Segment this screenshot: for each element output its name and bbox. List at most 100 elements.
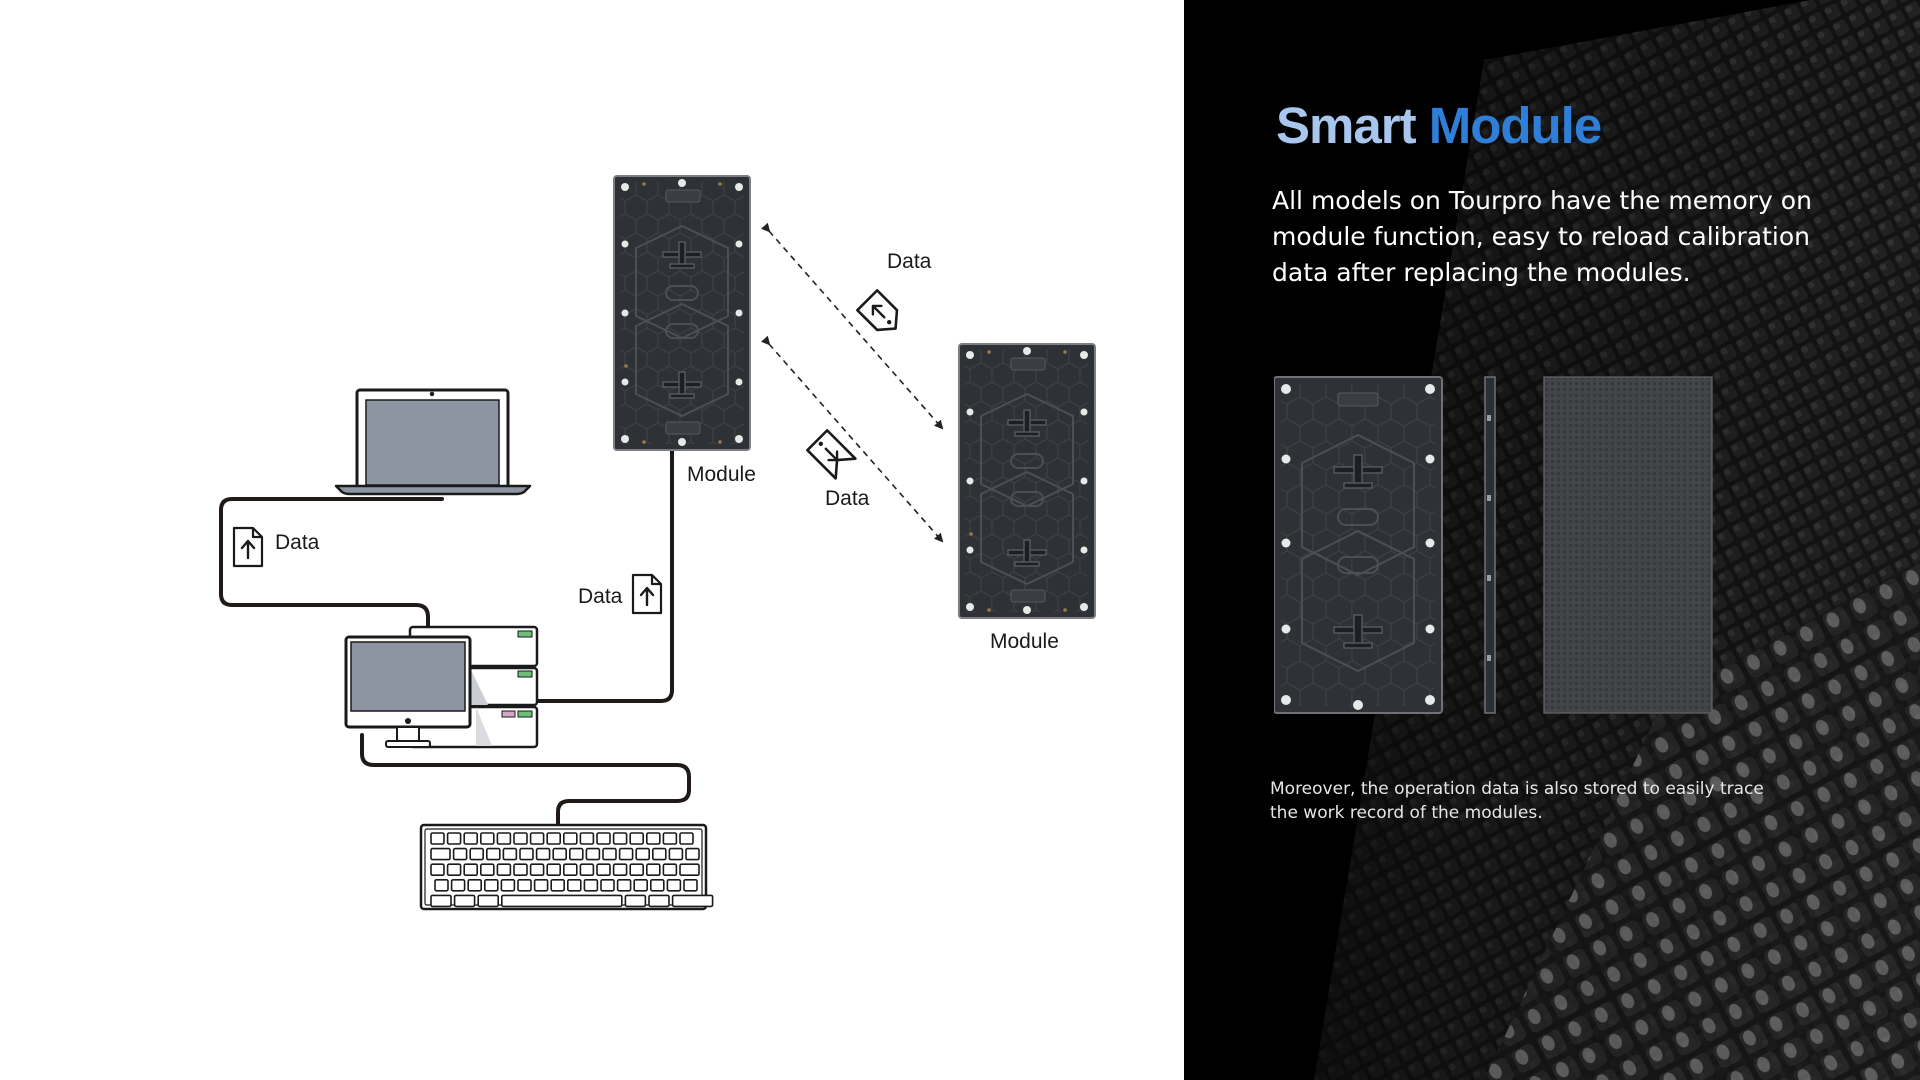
module-side-view: [1484, 376, 1496, 714]
keyboard-key: [529, 832, 545, 845]
transfer-bottom-data-label: Data: [825, 487, 870, 510]
keyboard-key: [671, 894, 714, 908]
keyboard-key: [662, 863, 678, 877]
keyboard-icon: [419, 823, 714, 911]
keyboard-key: [562, 832, 578, 845]
keyboard-key: [430, 847, 451, 861]
keyboard-key: [679, 863, 700, 877]
keyboard-key: [446, 863, 462, 877]
keyboard-key: [519, 847, 534, 861]
keyboard-key: [529, 863, 545, 877]
keyboard-key: [612, 863, 628, 877]
keyboard-key: [635, 847, 651, 861]
keyboard-key: [533, 878, 549, 892]
title-word-smart: Smart: [1276, 97, 1417, 154]
keyboard-key: [550, 878, 566, 892]
keyboard-key: [485, 847, 501, 861]
tag-arrow-icon: [806, 429, 857, 480]
keyboard-key: [633, 878, 649, 892]
keyboard-key: [566, 878, 582, 892]
keyboard-key: [513, 832, 528, 845]
keyboard-key: [552, 847, 568, 861]
keyboard-key: [579, 832, 595, 845]
desktop-computer-icon: [344, 625, 539, 749]
keyboard-key: [500, 878, 516, 892]
keyboard-key: [629, 863, 645, 877]
keyboard-key: [535, 847, 551, 861]
keyboard-key: [596, 863, 611, 877]
module-a: [613, 175, 751, 451]
laptop-cable: [219, 497, 444, 631]
module-back-view: [1274, 376, 1443, 714]
keyboard-key: [496, 863, 512, 877]
keyboard-key: [546, 832, 562, 845]
laptop-data-label: Data: [275, 531, 320, 554]
keyboard-key: [517, 878, 532, 892]
keyboard-key: [452, 847, 468, 861]
keyboard-key: [602, 847, 617, 861]
keyboard-key: [500, 894, 623, 908]
keyboard-key: [430, 863, 445, 877]
keyboard-key: [502, 847, 518, 861]
keyboard-key: [469, 847, 485, 861]
keyboard-key: [450, 878, 466, 892]
keyboard-key: [477, 894, 500, 908]
keyboard-key: [585, 847, 601, 861]
keyboard-key: [479, 863, 495, 877]
keyboard-key: [648, 894, 670, 908]
keyboard-key: [568, 847, 584, 861]
keyboard-key: [583, 878, 599, 892]
keyboard-key: [629, 832, 645, 845]
connection-diagram: Data Data Data Data Module Module: [219, 175, 1096, 911]
cables: [219, 449, 691, 828]
upload-file-icon: [232, 526, 264, 568]
keyboard-key: [618, 847, 634, 861]
keyboard-key: [596, 832, 611, 845]
keyboard-key: [666, 878, 682, 892]
transfer-arrow-bottom: [760, 335, 944, 543]
keyboard-key: [683, 878, 698, 892]
module-b-label: Module: [990, 630, 1059, 653]
keyboard-key: [612, 832, 628, 845]
keyboard-key: [668, 847, 684, 861]
module-front-view: [1543, 376, 1713, 714]
keyboard-key: [546, 863, 562, 877]
keyboard-key: [513, 863, 528, 877]
keyboard-key: [463, 863, 479, 877]
title-word-module: Module: [1428, 97, 1602, 154]
footnote-text: Moreover, the operation data is also sto…: [1270, 779, 1764, 823]
transfer-top-data-label: Data: [887, 250, 932, 273]
pc-data-label: Data: [578, 585, 623, 608]
keyboard-key: [479, 832, 495, 845]
keyboard-key: [430, 894, 452, 908]
keyboard-key: [649, 878, 665, 892]
keyboard-key: [467, 878, 483, 892]
keyboard-key: [453, 894, 476, 908]
keyboard-key: [645, 863, 661, 877]
module-product-views: [1274, 376, 1713, 714]
module-a-label: Module: [687, 463, 756, 486]
keyboard-key: [446, 832, 462, 845]
upload-file-icon: [631, 573, 663, 615]
keyboard-cable: [360, 733, 691, 828]
keyboard-key: [624, 894, 647, 908]
keyboard-key: [434, 878, 449, 892]
keyboard-key: [600, 878, 615, 892]
keyboard-key: [645, 832, 661, 845]
keyboard-key: [685, 847, 700, 861]
info-panel: Smart Module All models on Tourpro have …: [1184, 0, 1920, 1080]
keyboard-key: [496, 832, 512, 845]
keyboard-key: [430, 832, 445, 845]
module-b: [958, 343, 1096, 619]
description-text: All models on Tourpro have the memory on…: [1272, 186, 1812, 287]
keyboard-key: [662, 832, 678, 845]
keyboard-key: [679, 832, 694, 845]
keyboard-key: [616, 878, 632, 892]
laptop-icon: [334, 388, 532, 496]
keyboard-key: [483, 878, 499, 892]
keyboard-key: [579, 863, 595, 877]
page-title: Smart Module: [1276, 97, 1602, 154]
keyboard-key: [463, 832, 479, 845]
module-cable: [536, 449, 674, 703]
keyboard-key: [562, 863, 578, 877]
